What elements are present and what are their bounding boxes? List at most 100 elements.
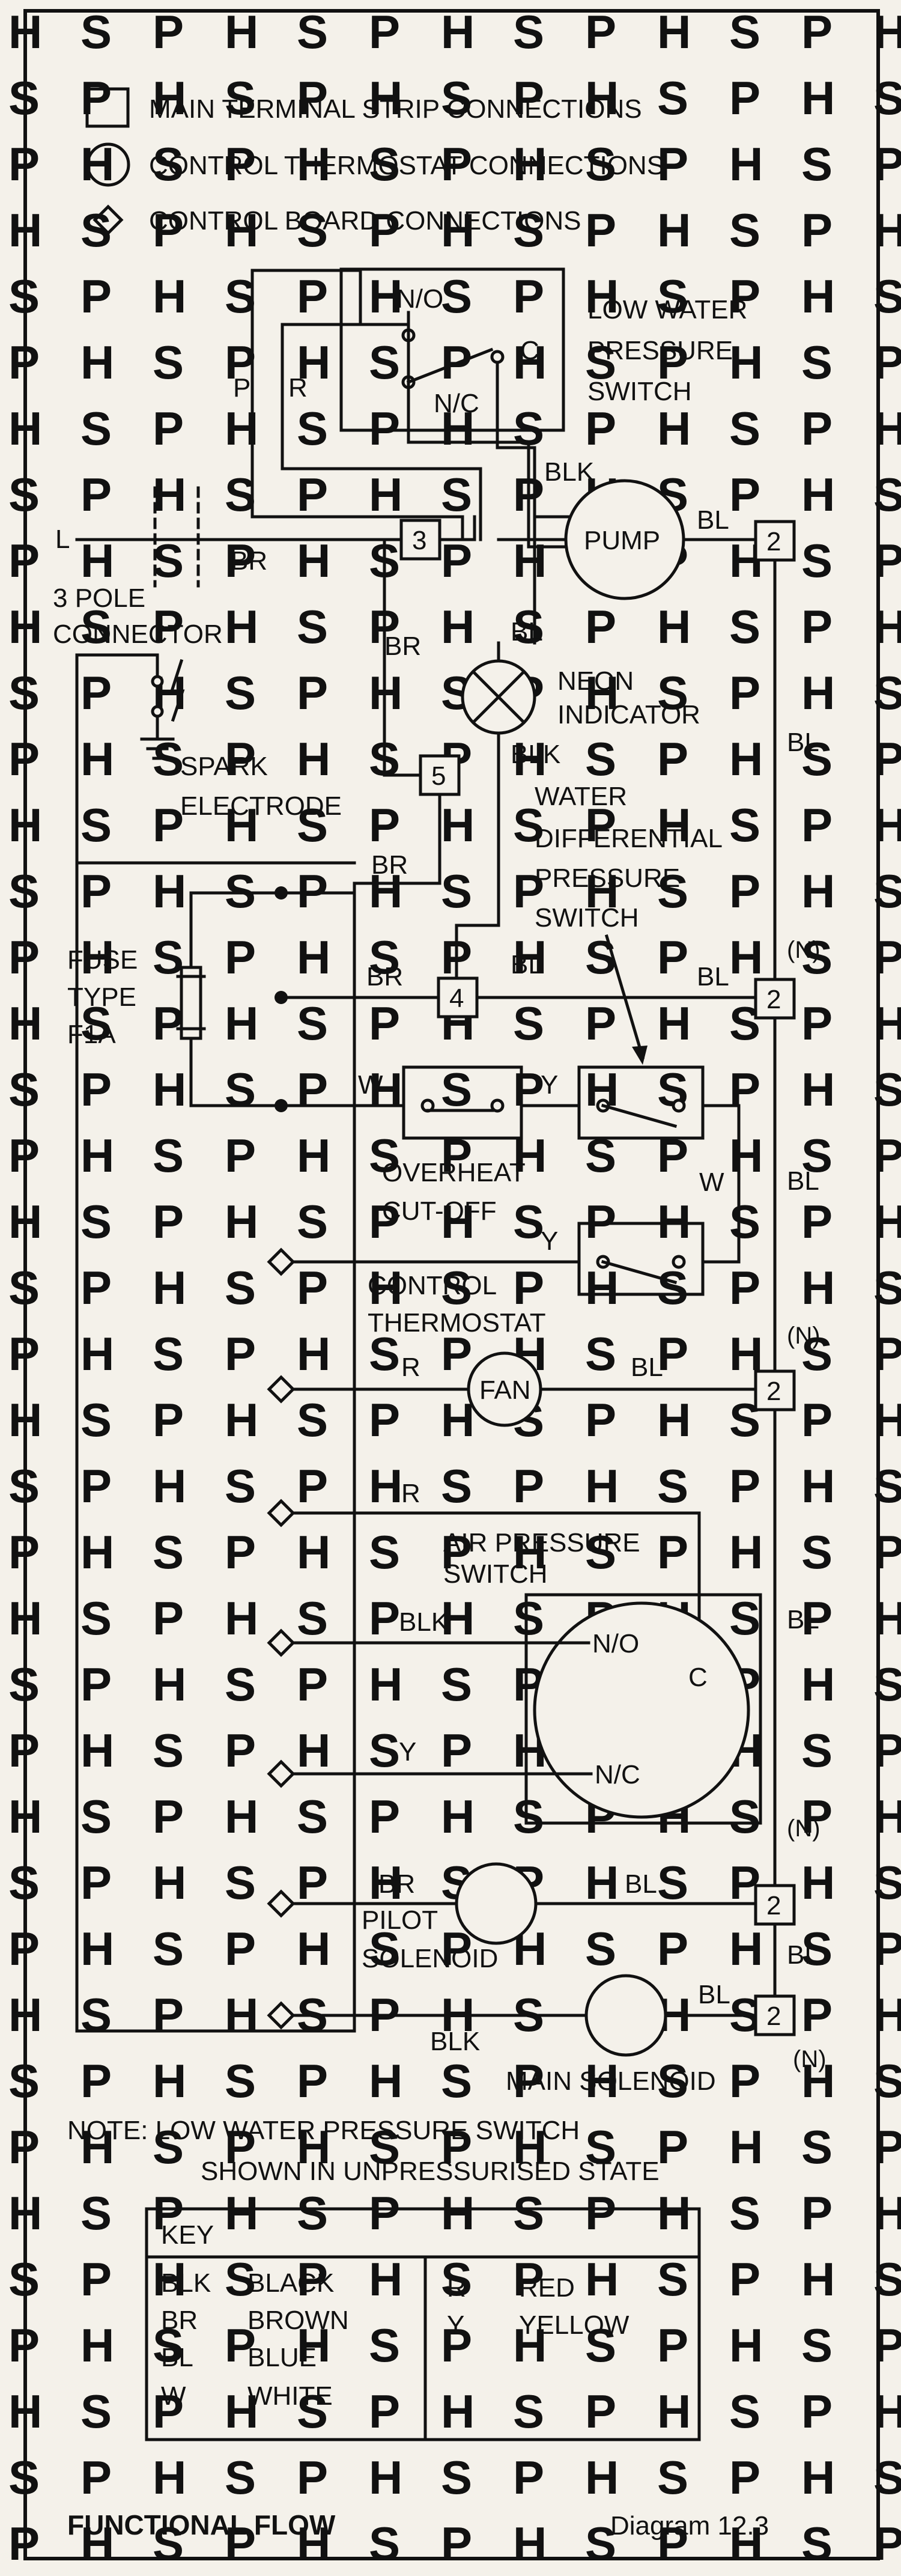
watermark-letter: S [801, 2517, 833, 2570]
watermark-letter: P [657, 1922, 688, 1975]
key-name: WHITE [247, 2381, 333, 2411]
watermark-letter: H [801, 2054, 835, 2107]
watermark-letter: P [729, 2451, 760, 2504]
wire-bl-rail-1: BL [787, 728, 819, 757]
watermark-letter: H [585, 1460, 619, 1512]
watermark-letter: H [225, 1393, 258, 1446]
spark-label-2: ELECTRODE [180, 791, 342, 821]
watermark-letter: H [297, 138, 330, 190]
water-diff-switch-box [577, 1065, 705, 1140]
wire-blk-label-main: BLK [430, 2027, 480, 2056]
watermark-letter: S [80, 2385, 112, 2438]
watermark-letter: S [80, 1195, 112, 1248]
watermark-letter: H [801, 1460, 835, 1512]
aps-no-label: N/O [592, 1629, 639, 1658]
watermark-letter: H [585, 1856, 619, 1909]
watermark-letter: S [513, 204, 544, 257]
watermark-letter: S [801, 2319, 833, 2372]
board-connector-1 [267, 1247, 296, 1276]
watermark-letter: P [657, 1327, 688, 1380]
watermark-letter: H [657, 1195, 691, 1248]
aps-c-label: C [688, 1663, 708, 1692]
watermark-letter: S [801, 931, 833, 984]
watermark-letter: P [513, 2253, 544, 2306]
watermark-letter: S [80, 997, 112, 1050]
watermark-letter: P [80, 1658, 112, 1711]
switch-c-label: C [520, 336, 539, 365]
watermark-letter: H [729, 138, 763, 190]
watermark-letter: P [225, 732, 256, 785]
wire-bl-rail-3: BL [787, 1605, 819, 1634]
line-label: L [55, 525, 70, 554]
watermark-letter: P [297, 666, 328, 719]
watermark-letter: P [153, 600, 184, 653]
neutral-label-4: (N) [793, 2046, 827, 2072]
watermark-letter: P [657, 2319, 688, 2372]
watermark-letter: S [441, 1460, 472, 1512]
watermark-letter: S [441, 1261, 472, 1314]
watermark-letter: P [585, 5, 616, 58]
watermark-letter: H [153, 270, 186, 323]
wire-bl-label-pilot: BL [625, 1869, 657, 1899]
terminal-2-e [754, 1994, 796, 2036]
watermark-letter: H [225, 799, 258, 851]
note: NOTE: LOW WATER PRESSURE SWITCH SHOWN IN… [67, 2116, 660, 2186]
watermark-letter: P [513, 270, 544, 323]
watermark-letter: H [441, 5, 475, 58]
watermark-letter: S [225, 1063, 256, 1116]
watermark-letter: P [513, 2054, 544, 2107]
watermark-letter: S [801, 2121, 833, 2173]
key-name: BLUE [247, 2343, 317, 2372]
watermark-letter: H [513, 2319, 547, 2372]
watermark-letter: H [729, 1526, 763, 1579]
watermark-letter: P [585, 1195, 616, 1248]
watermark-letter: S [153, 1724, 184, 1777]
watermark-letter: P [441, 2121, 472, 2173]
key-name: RED [519, 2273, 575, 2303]
neon-label-2: INDICATOR [557, 700, 700, 729]
watermark-letter: S [657, 2054, 688, 2107]
board-connector-6 [267, 1889, 296, 1918]
watermark-letter: S [297, 204, 328, 257]
key-name: YELLOW [519, 2310, 629, 2340]
watermark-letter: S [729, 402, 760, 455]
watermark-letter: P [801, 1790, 833, 1843]
watermark-letter: S [441, 270, 472, 323]
neutral-label-2: (N) [787, 1323, 821, 1349]
watermark-letter: S [657, 1261, 688, 1314]
watermark-letter: H [657, 2187, 691, 2240]
watermark-letter: H [585, 2451, 619, 2504]
low-water-switch-box [339, 267, 565, 432]
watermark-letter: S [297, 1195, 328, 1248]
watermark-letter: P [441, 138, 472, 190]
terminal-4-line: 4 BL 2 (N) [437, 937, 821, 1020]
watermark-letter: H [369, 1658, 402, 1711]
watermark-letter: S [657, 1856, 688, 1909]
watermark-letter: H [153, 2253, 186, 2306]
watermark-letter: S [153, 2319, 184, 2372]
watermark-letter: S [80, 1988, 112, 2041]
watermark-letter: S [585, 336, 616, 389]
watermark-letter: P [369, 1592, 400, 1645]
watermark-letter: S [369, 138, 400, 190]
watermark-letter: S [225, 2451, 256, 2504]
key-code: BL [161, 2343, 193, 2372]
watermark-letter: S [801, 1724, 833, 1777]
watermark-letter: H [297, 2517, 330, 2570]
watermark-letter: S [513, 997, 544, 1050]
watermark-letter: H [153, 2054, 186, 2107]
watermark-letter: S [153, 336, 184, 389]
watermark-letter: P [585, 204, 616, 257]
watermark-letter: H [441, 1790, 475, 1843]
watermark-letter: P [297, 468, 328, 521]
watermark-letter: H [441, 799, 475, 851]
watermark-letter: S [80, 600, 112, 653]
watermark-letter: H [585, 270, 619, 323]
watermark-letter: P [297, 1856, 328, 1909]
main-solenoid-label: MAIN SOLENOID [506, 2066, 716, 2096]
watermark-letter: H [657, 1393, 691, 1446]
fuse-label-2: TYPE [67, 982, 136, 1012]
watermark-letter: S [585, 1922, 616, 1975]
neon-indicator: BL NEON INDICATOR BLK BL [455, 515, 700, 993]
watermark-letter: P [441, 1724, 472, 1777]
